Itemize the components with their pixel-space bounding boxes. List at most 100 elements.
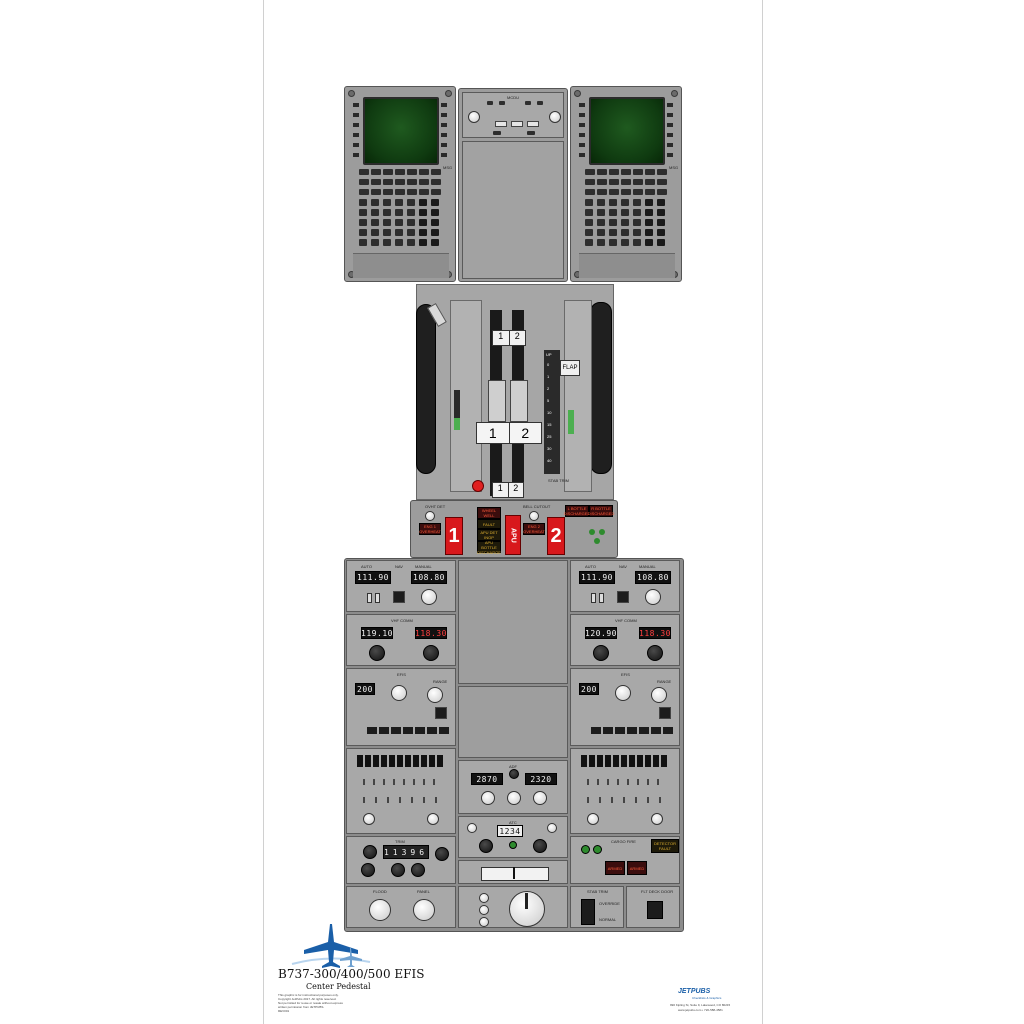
cdu-key[interactable]	[585, 179, 595, 185]
cdu-key[interactable]	[597, 229, 605, 236]
flt-deck-door-switch[interactable]	[647, 901, 663, 919]
cdu-key[interactable]	[633, 209, 641, 216]
cdu-key[interactable]	[657, 179, 667, 185]
cdu-key[interactable]	[657, 189, 667, 195]
cdu-key[interactable]	[431, 219, 439, 226]
cargo-armed-fwd[interactable]: ARMED	[605, 861, 625, 875]
cdu-key[interactable]	[657, 199, 665, 206]
cdu-key[interactable]	[395, 169, 405, 175]
cdu-key[interactable]	[359, 229, 367, 236]
cdu-key[interactable]	[407, 209, 415, 216]
cdu-key[interactable]	[395, 209, 403, 216]
apu-fire-handle[interactable]: APU	[505, 515, 521, 555]
cdu-key[interactable]	[431, 189, 441, 195]
cdu-key[interactable]	[395, 239, 403, 246]
cdu-key[interactable]	[419, 239, 427, 246]
cdu-key[interactable]	[419, 209, 427, 216]
stab-trim-switch[interactable]	[581, 899, 595, 925]
cdu-key[interactable]	[383, 209, 391, 216]
cdu-key[interactable]	[633, 169, 643, 175]
cdu-key[interactable]	[597, 169, 607, 175]
cdu-key[interactable]	[597, 209, 605, 216]
cdu-key[interactable]	[383, 169, 393, 175]
throttle-lever-1[interactable]	[488, 380, 506, 422]
trim-wheel-left[interactable]	[416, 304, 436, 474]
cdu-key[interactable]	[359, 209, 367, 216]
cdu-key[interactable]	[621, 239, 629, 246]
cdu-key[interactable]	[597, 199, 605, 206]
cdu-key[interactable]	[645, 219, 653, 226]
cdu-key[interactable]	[431, 199, 439, 206]
cdu-key[interactable]	[419, 199, 427, 206]
cdu-key[interactable]	[371, 199, 379, 206]
cdu-key[interactable]	[359, 189, 369, 195]
cdu-key[interactable]	[585, 209, 593, 216]
cdu-key[interactable]	[645, 169, 655, 175]
cdu-key[interactable]	[633, 199, 641, 206]
cdu-key[interactable]	[431, 179, 441, 185]
cdu-key[interactable]	[395, 219, 403, 226]
cdu-key[interactable]	[657, 239, 665, 246]
cdu-key[interactable]	[383, 219, 391, 226]
cdu-key[interactable]	[609, 179, 619, 185]
trim-wheel-right[interactable]	[590, 302, 612, 474]
cdu-key[interactable]	[383, 229, 391, 236]
cdu-key[interactable]	[633, 189, 643, 195]
cdu-key[interactable]	[609, 239, 617, 246]
cdu-key[interactable]	[407, 219, 415, 226]
cdu-key[interactable]	[621, 229, 629, 236]
cdu-key[interactable]	[621, 219, 629, 226]
throttle-lever-2[interactable]	[510, 380, 528, 422]
cdu-key[interactable]	[633, 219, 641, 226]
cdu-key[interactable]	[645, 179, 655, 185]
cdu-right-keypad[interactable]	[585, 169, 669, 249]
cdu-key[interactable]	[585, 199, 593, 206]
cdu-key[interactable]	[657, 219, 665, 226]
cdu-key[interactable]	[645, 189, 655, 195]
cdu-key[interactable]	[621, 189, 631, 195]
cdu-key[interactable]	[371, 229, 379, 236]
cdu-key[interactable]	[645, 239, 653, 246]
cdu-key[interactable]	[419, 189, 429, 195]
cdu-key[interactable]	[621, 169, 631, 175]
cdu-key[interactable]	[395, 199, 403, 206]
cdu-key[interactable]	[585, 189, 595, 195]
cdu-key[interactable]	[359, 239, 367, 246]
cdu-key[interactable]	[621, 179, 631, 185]
cdu-key[interactable]	[657, 169, 667, 175]
cdu-key[interactable]	[609, 189, 619, 195]
cdu-key[interactable]	[383, 189, 393, 195]
cdu-key[interactable]	[419, 219, 427, 226]
cdu-key[interactable]	[657, 229, 665, 236]
cdu-key[interactable]	[597, 179, 607, 185]
cdu-key[interactable]	[371, 239, 379, 246]
cdu-key[interactable]	[407, 189, 417, 195]
cdu-key[interactable]	[407, 169, 417, 175]
cdu-key[interactable]	[621, 209, 629, 216]
cdu-key[interactable]	[383, 239, 391, 246]
cdu-key[interactable]	[359, 199, 367, 206]
cdu-key[interactable]	[407, 199, 415, 206]
cdu-key[interactable]	[597, 189, 607, 195]
cdu-key[interactable]	[383, 179, 393, 185]
cdu-key[interactable]	[371, 209, 379, 216]
cdu-key[interactable]	[633, 179, 643, 185]
cdu-key[interactable]	[609, 209, 617, 216]
cdu-key[interactable]	[633, 229, 641, 236]
cdu-key[interactable]	[609, 199, 617, 206]
cdu-key[interactable]	[419, 229, 427, 236]
cdu-key[interactable]	[431, 229, 439, 236]
cdu-key[interactable]	[597, 239, 605, 246]
flap-lever[interactable]: FLAP	[560, 360, 580, 376]
cdu-key[interactable]	[621, 199, 629, 206]
cdu-key[interactable]	[609, 169, 619, 175]
cdu-key[interactable]	[407, 239, 415, 246]
cdu-key[interactable]	[371, 189, 381, 195]
eng1-fire-handle[interactable]: 1	[445, 517, 463, 555]
cdu-key[interactable]	[431, 239, 439, 246]
cdu-key[interactable]	[645, 209, 653, 216]
cdu-key[interactable]	[645, 229, 653, 236]
cdu-key[interactable]	[645, 199, 653, 206]
cdu-key[interactable]	[609, 219, 617, 226]
cdu-key[interactable]	[585, 169, 595, 175]
